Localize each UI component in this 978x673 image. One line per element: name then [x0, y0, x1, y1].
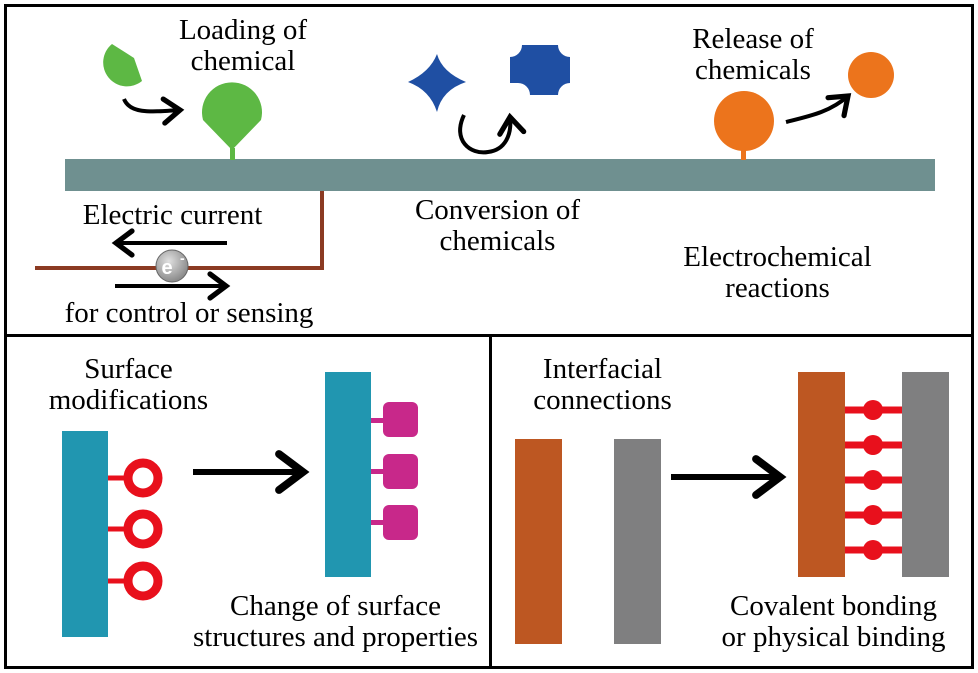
wire: [35, 191, 324, 270]
label-line: or physical binding: [721, 621, 946, 653]
label-change-of-surface: Change of surface structures and propert…: [193, 591, 478, 653]
green-chemical-attached: [202, 82, 262, 150]
red-ring-groups: [108, 458, 163, 601]
label-electrochemical-reactions: Electrochemical reactions: [665, 242, 890, 304]
label-line: Covalent bonding: [729, 590, 937, 622]
label-line: modifications: [48, 384, 209, 416]
label-loading-of-chemical: Loading of chemical: [168, 15, 318, 77]
blue-star-chemical: [408, 54, 466, 112]
brown-substrate-before: [515, 439, 562, 644]
orange-chemical-attached: [714, 91, 774, 151]
label-covalent-bonding: Covalent bonding or physical binding: [706, 591, 961, 653]
green-tether: [230, 148, 235, 160]
orange-chemical-released: [848, 52, 894, 98]
label-line: Change of surface: [230, 590, 441, 622]
label-electric-current: Electric current: [82, 199, 263, 231]
orange-tether: [741, 148, 746, 160]
curved-arrow-loading: [122, 96, 185, 126]
brown-substrate-after: [798, 372, 845, 577]
label-line: connections: [533, 384, 672, 416]
label-line: chemicals: [695, 54, 811, 86]
label-conversion-of-chemicals: Conversion of chemicals: [400, 195, 595, 257]
gray-substrate-before: [614, 439, 661, 644]
teal-substrate-before: [62, 431, 108, 637]
label-line: Conversion of: [414, 194, 581, 226]
label-interfacial-connections: Interfacial connections: [520, 354, 685, 416]
gray-substrate-after: [902, 372, 949, 577]
label-line: chemicals: [439, 225, 556, 257]
green-chemical-drop: [103, 44, 142, 87]
electrode-bar: [65, 159, 935, 191]
label-line: Electrochemical: [683, 241, 872, 273]
label-release-of-chemicals: Release of chemicals: [678, 24, 828, 86]
label-line: chemical: [190, 45, 296, 77]
magenta-square-groups: [371, 402, 418, 540]
label-line: Loading of: [178, 14, 308, 46]
label-line: structures and properties: [193, 621, 479, 653]
label-line: Surface: [84, 353, 173, 385]
panel-interfacial-connections: [489, 334, 974, 669]
label-surface-modifications: Surface modifications: [36, 354, 221, 416]
circular-arrow-conversion: [458, 112, 527, 155]
label-control-or-sensing: for control or sensing: [64, 297, 314, 329]
electron-symbol: e: [161, 257, 172, 279]
blue-converted-chemical: [510, 45, 570, 95]
red-linker-bonds: [845, 400, 902, 560]
label-line: Release of: [692, 23, 814, 55]
curved-arrow-release: [785, 93, 852, 124]
electron-icon: [155, 249, 189, 283]
electron-charge: -: [180, 250, 185, 266]
teal-substrate-after: [325, 372, 371, 577]
label-line: Interfacial: [542, 353, 663, 385]
label-line: reactions: [725, 272, 830, 304]
